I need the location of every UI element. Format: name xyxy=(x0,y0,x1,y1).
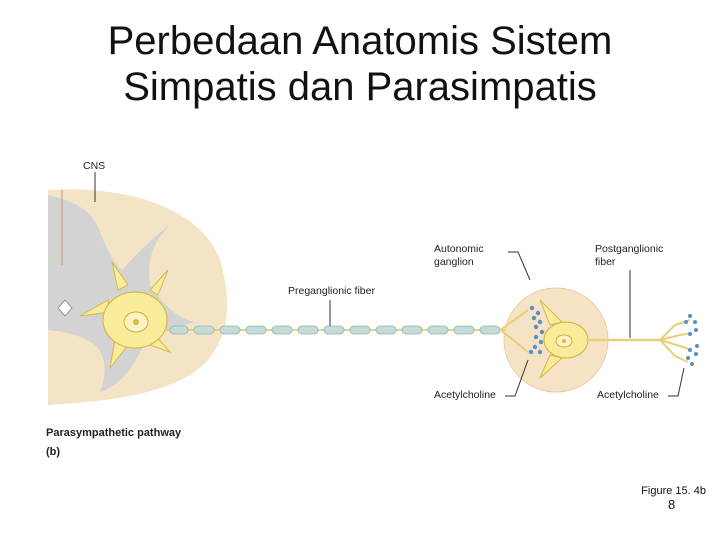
autonomic-ganglion-pointer xyxy=(508,251,531,281)
ach-left-pointer xyxy=(505,359,529,397)
gray-matter xyxy=(48,195,195,392)
postganglionic-neuron xyxy=(539,299,589,379)
panel-label: (b) xyxy=(46,446,61,458)
title-line-1: Perbedaan Anatomis Sistem xyxy=(107,19,613,63)
postganglionic-fiber-label-line2: fiber xyxy=(595,256,616,268)
preganglionic-fiber xyxy=(165,325,525,335)
pathway-label: Parasympathetic pathway xyxy=(46,427,182,439)
autonomic-ganglion-label-line2: ganglion xyxy=(434,256,474,268)
title-line-2: Simpatis dan Parasimpatis xyxy=(123,65,597,109)
page-number: 8 xyxy=(668,497,676,512)
slide-title: Perbedaan Anatomis Sistem Simpatis dan P… xyxy=(0,18,720,110)
autonomic-ganglion-label-line1: Autonomic xyxy=(434,243,484,255)
preganglionic-neuron xyxy=(79,261,172,369)
ach-right-pointer xyxy=(668,367,685,397)
acetylcholine-label-right: Acetylcholine xyxy=(597,389,659,401)
postganglionic-fiber-label-line1: Postganglionic xyxy=(595,243,664,255)
ganglion-synapse xyxy=(499,305,545,355)
cns-label: CNS xyxy=(83,160,106,172)
preganglionic-fiber-label: Preganglionic fiber xyxy=(288,285,375,297)
figure-caption: Figure 15. 4b xyxy=(641,485,706,497)
central-canal-marker xyxy=(57,299,73,317)
effector-terminals xyxy=(659,314,699,366)
acetylcholine-label-left: Acetylcholine xyxy=(434,389,496,401)
